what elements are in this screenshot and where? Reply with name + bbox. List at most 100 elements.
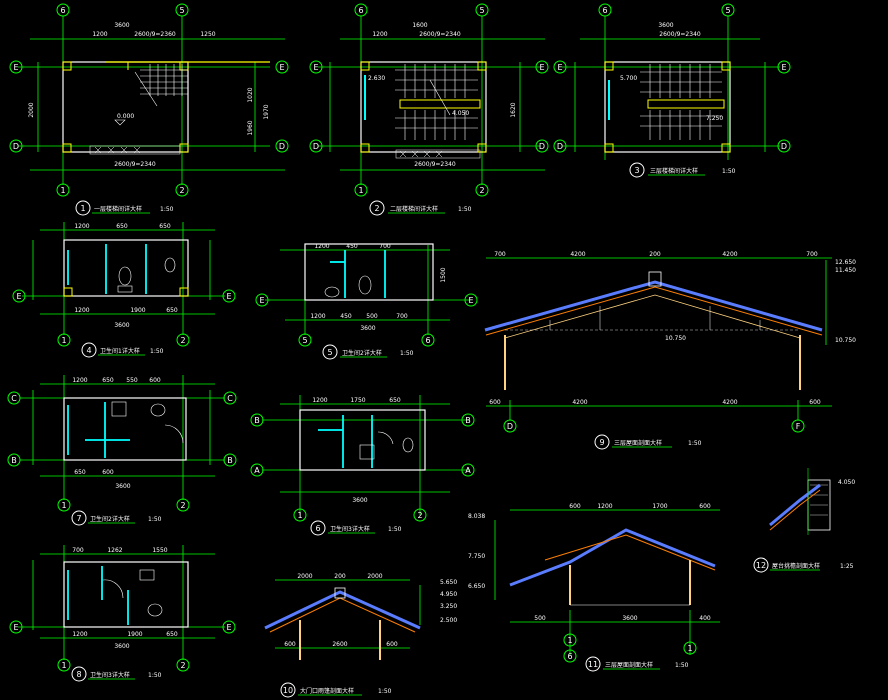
axis-label: E [13,623,18,632]
view-title: 卫生间2详大样 [90,515,130,523]
level-mark: 5.700 [620,75,637,82]
view-number: 5 [327,348,332,357]
view-title: 三层屋面剖面大样 [605,661,653,669]
axis-label: 1 [297,511,302,520]
axis-label: 2 [180,501,185,510]
level-mark: 0.000 [117,113,134,120]
dimension-text: 4200 [570,251,585,258]
axis-label: D [507,422,513,431]
view-number: 12 [756,561,766,570]
axis-label: E [16,292,21,301]
axis-label: 1 [567,636,572,645]
level-mark: 2.500 [440,617,457,624]
view-title: 大门口雨篷剖面大样 [300,687,354,695]
dimension-text: 2600/9=2340 [414,161,456,168]
dimension-text: 400 [699,615,711,622]
dimension-text: 1262 [107,547,122,554]
view-title: 卫生间3详大样 [330,525,370,533]
axis-label: D [781,142,787,151]
dimension-text: 3600 [622,615,637,622]
level-mark: 4.050 [452,110,469,117]
view-number: 3 [634,166,639,175]
axis-label: 1 [61,501,66,510]
view-title: 卫生间2详大样 [342,349,382,357]
axis-label: D [539,142,545,151]
view-7-plan: 1 2 C C B B 1200 650 550 600 650 600 360… [7,375,237,526]
axis-label: 1 [687,644,692,653]
axis-label: 2 [180,661,185,670]
axis-label: 5 [725,6,730,15]
view-title: 三层屋面剖面大样 [614,439,662,447]
level-mark: 8.038 [468,513,485,520]
level-mark: 10.750 [665,335,686,342]
axis-label: 6 [60,6,65,15]
dimension-text: 500 [534,615,546,622]
axis-label: D [557,142,563,151]
view-1-plan: 6 5 1 2 E E D D 1200 3600 2600/9=2360 12… [9,3,289,216]
dimension-text: 1250 [200,31,215,38]
level-mark: 12.650 [835,259,856,266]
view-4-plan: 1 2 E E 1200 650 650 3600 1200 1900 650 … [12,222,236,358]
dimension-text: 600 [386,641,398,648]
dimension-text: 2600/9=2360 [134,31,176,38]
dimension-text: 1900 [130,307,145,314]
view-title: 一层楼梯间详大样 [94,205,142,213]
dimension-text: 650 [116,223,128,230]
dimension-text: 450 [340,313,352,320]
dimension-text: 2600/9=2340 [659,31,701,38]
level-mark: 7.250 [706,115,723,122]
level-mark: 3.250 [440,603,457,610]
axis-label: E [313,63,318,72]
axis-label: B [227,456,233,465]
view-number: 9 [599,438,604,447]
view-scale: 1:25 [840,563,854,570]
view-scale: 1:50 [148,516,162,523]
view-8-plan: 1 2 E E 700 1262 1550 1200 1900 650 3600… [9,545,236,682]
dimension-text: 1600 [412,22,427,29]
dimension-text: 3600 [114,643,129,650]
axis-label: E [259,296,264,305]
dimension-text: 1200 [372,31,387,38]
dimension-text: 2000 [28,102,35,117]
view-1-title: 1 一层楼梯间详大样 1:50 [75,200,174,216]
level-mark: 4.950 [440,591,457,598]
dimension-text: 3600 [658,22,673,29]
view-number: 1 [80,204,85,213]
dimension-text: 700 [396,313,408,320]
dimension-text: 700 [72,547,84,554]
axis-label: 1 [61,661,66,670]
axis-label: B [11,456,17,465]
axis-label: D [13,142,19,151]
dimension-text: 450 [346,243,358,250]
level-mark: 10.750 [835,337,856,344]
dimension-text: 650 [389,397,401,404]
dimension-text: 1550 [152,547,167,554]
view-scale: 1:50 [160,206,174,213]
axis-label: E [226,623,231,632]
view-scale: 1:50 [388,526,402,533]
dimension-text: 1700 [652,503,667,510]
dimension-text: 1200 [314,243,329,250]
dimension-text: 650 [166,307,178,314]
dimension-text: 650 [166,631,178,638]
axis-label: E [226,292,231,301]
view-title: 屋台挑檐剖面大样 [772,562,820,570]
view-number: 11 [588,660,598,669]
axis-label: E [468,296,473,305]
dimension-text: 1970 [263,104,270,119]
dimension-text: 2000 [297,573,312,580]
view-title: 卫生间1详大样 [100,347,140,355]
axis-label: 1 [358,186,363,195]
dimension-text: 600 [489,399,501,406]
level-mark: 7.750 [468,553,485,560]
dimension-text: 550 [126,377,138,384]
view-number: 6 [315,524,320,533]
dimension-text: 200 [334,573,346,580]
dimension-text: 600 [284,641,296,648]
level-mark: 2.630 [368,75,385,82]
view-title: 二层楼梯间详大样 [390,205,438,213]
dimension-text: 200 [649,251,661,258]
axis-label: 6 [602,6,607,15]
dimension-text: 1200 [597,503,612,510]
